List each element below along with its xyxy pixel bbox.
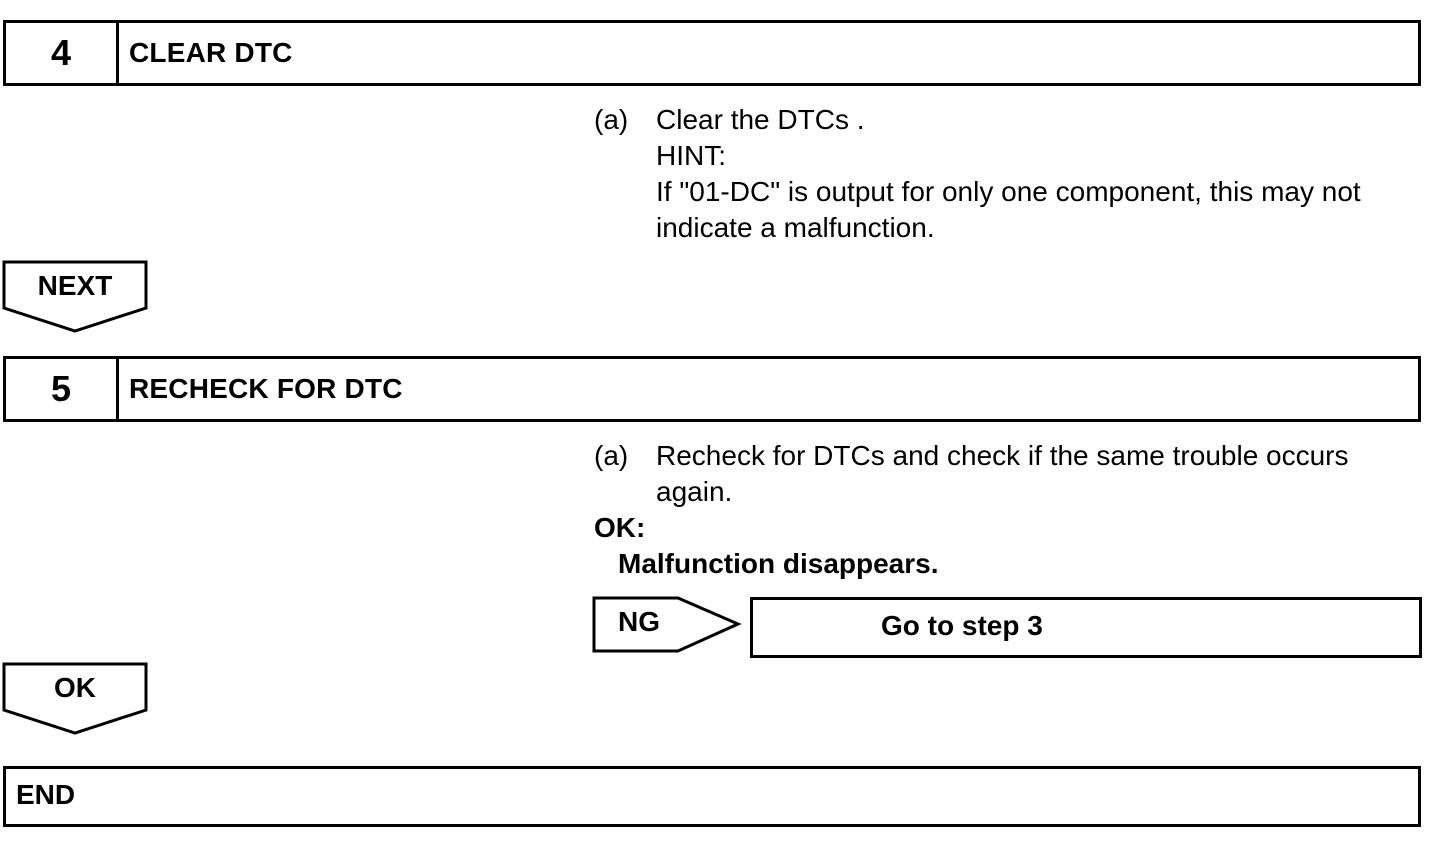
step-5-header: 5 RECHECK FOR DTC (3, 356, 1421, 422)
step-4-line-4: indicate a malfunction. (656, 212, 935, 243)
ok-label: OK (54, 672, 96, 703)
end-box: END (3, 766, 1421, 827)
ng-label: NG (618, 606, 660, 637)
step-5-title: RECHECK FOR DTC (129, 373, 403, 404)
ok-condition: Malfunction disappears. (618, 548, 939, 579)
down-arrow-icon (2, 662, 148, 735)
step-4-line-3: If "01-DC" is output for only one compon… (656, 176, 1361, 207)
step-4-line-1: Clear the DTCs . (656, 104, 865, 135)
ok-arrow[interactable]: OK (2, 662, 148, 736)
ok-heading: OK: (594, 512, 646, 543)
step-5-line-1: Recheck for DTCs and check if the same t… (656, 440, 1349, 471)
next-label: NEXT (37, 270, 113, 301)
step-5-item-marker: (a) (594, 440, 629, 471)
next-arrow[interactable]: NEXT (2, 260, 148, 334)
step-5-line-2: again. (656, 476, 733, 507)
go-to-step-box[interactable]: Go to step 3 (750, 597, 1422, 658)
right-arrow-icon (592, 596, 742, 653)
step-4-hint-label: HINT: (656, 140, 726, 171)
step-4-title: CLEAR DTC (129, 37, 293, 68)
down-arrow-icon (2, 260, 148, 333)
step-5-number: 5 (6, 359, 119, 419)
step-4-number: 4 (6, 23, 119, 83)
go-to-step-label: Go to step 3 (881, 610, 1043, 641)
ng-arrow[interactable]: NG (592, 596, 742, 654)
step-4-header: 4 CLEAR DTC (3, 20, 1421, 86)
end-label: END (16, 779, 76, 810)
step-4-item-marker: (a) (594, 104, 629, 135)
